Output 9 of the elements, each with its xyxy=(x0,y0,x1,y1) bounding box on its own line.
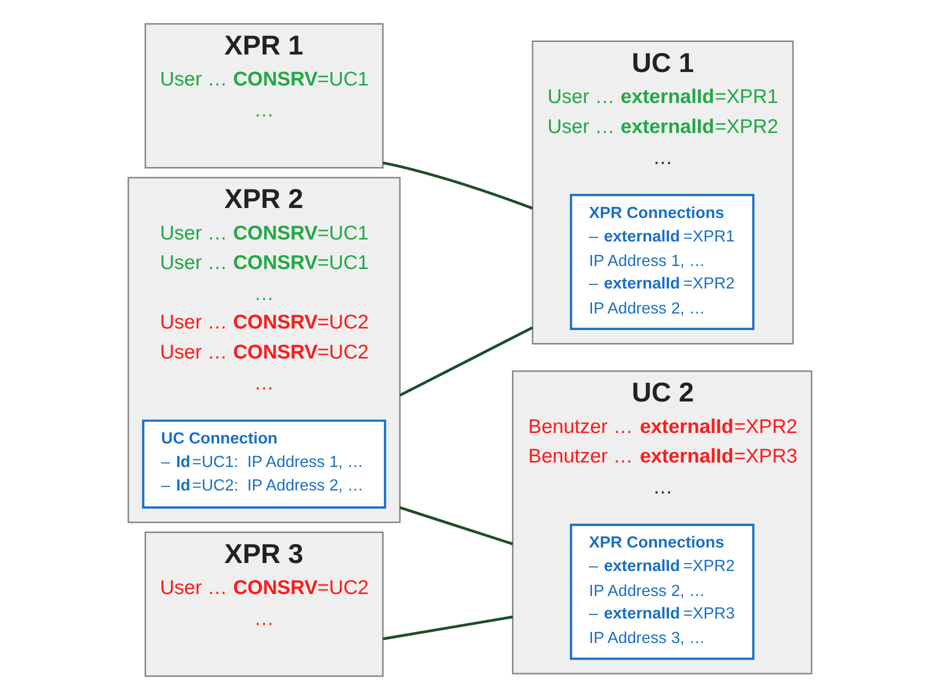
node-box: UC Connection – Id=UC1: IP Address 1, … – Id=UC2: IP Address 2, … xyxy=(142,419,386,508)
connector xyxy=(382,615,512,640)
node-box: XPR Connections – externalId=XPR1 IP Address 1, … – externalId=XPR2 IP Address 2, … xyxy=(569,193,754,330)
connector xyxy=(382,160,533,210)
node-box: XPR Connections – externalId=XPR2 IP Address 2, … – externalId=XPR3 IP Address 3, … xyxy=(569,523,754,660)
node-box: XPR 1 User … CONSRV=UC1 … xyxy=(144,22,384,168)
connector xyxy=(398,506,513,545)
connector xyxy=(398,326,533,396)
node-box: XPR 3 User … CONSRV=UC2 … xyxy=(144,531,384,676)
